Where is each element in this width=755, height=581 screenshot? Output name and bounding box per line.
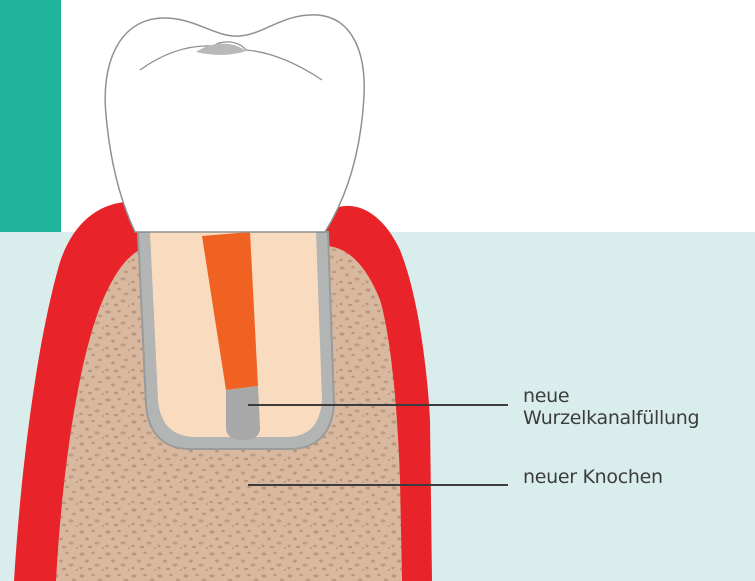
new-root-filling xyxy=(226,386,260,440)
label-new-root-filling-line2: Wurzelkanalfüllung xyxy=(523,407,699,429)
accent-bar xyxy=(0,0,61,232)
label-new-root-filling: neue Wurzelkanalfüllung xyxy=(523,385,699,429)
label-new-bone: neuer Knochen xyxy=(523,466,663,488)
label-new-root-filling-line1: neue xyxy=(523,385,699,407)
